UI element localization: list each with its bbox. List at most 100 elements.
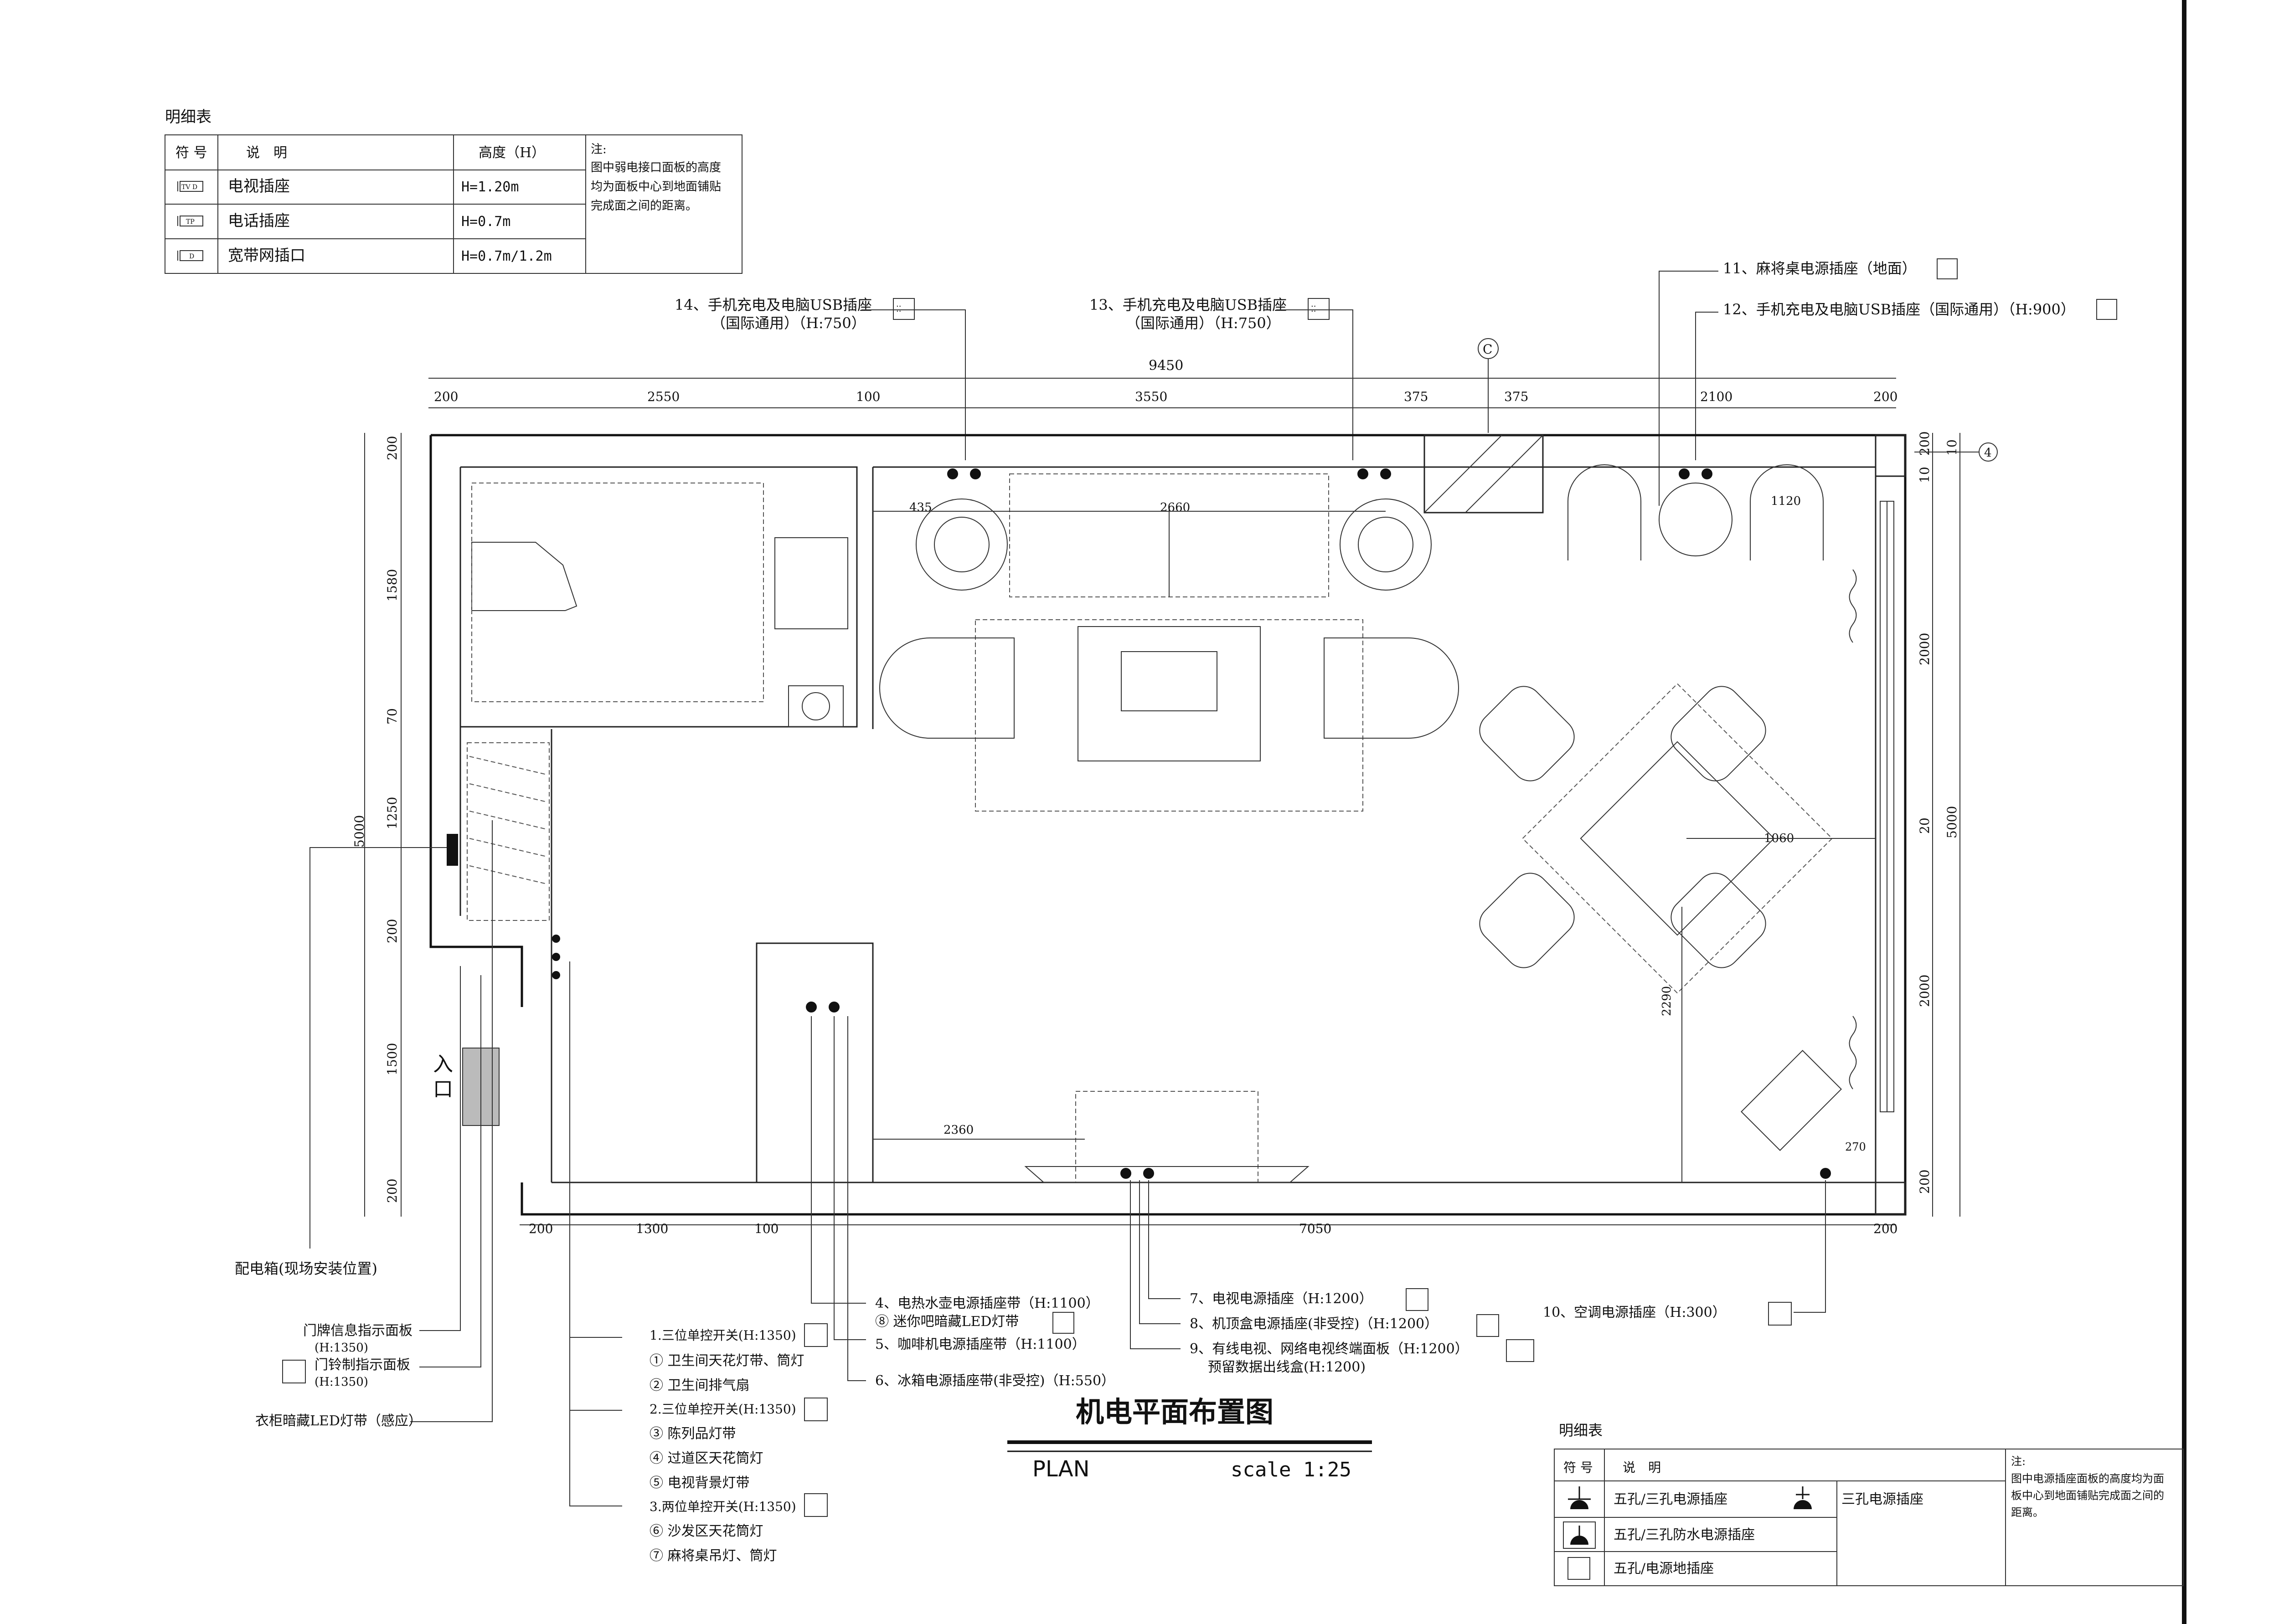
legend-top-desc-3: 宽带网插口: [228, 247, 305, 265]
title-block: 机电平面布置图 PLAN scale 1:25: [1007, 1395, 1372, 1482]
legend-top: 明细表 符 号 说 明 高度（H） TV D TP D 电视插座 电话插座 宽带…: [165, 108, 742, 274]
dim-bottom-2: 100: [754, 1221, 779, 1236]
callout-door1: 门牌信息指示面板: [303, 1323, 412, 1339]
side-table-left: [916, 499, 1008, 591]
callout-9: 9、有线电视、网络电视终端面板（H:1200）: [1190, 1341, 1469, 1357]
tv-power-socket-icon: [1406, 1288, 1428, 1311]
switch-1: ① 卫生间天花灯带、筒灯: [650, 1353, 804, 1369]
dim-inner-0: 435: [909, 501, 932, 514]
legend-top-sym-1: TV D: [181, 184, 197, 191]
callout-4: 4、电热水壶电源插座带（H:1100）: [875, 1295, 1099, 1311]
round-table: [1659, 483, 1732, 556]
switch-8: ⑥ 沙发区天花筒灯: [650, 1523, 763, 1539]
top-callouts: 14、手机充电及电脑USB插座 （国际通用）（H:750） ⁚⁚ 13、手机充电…: [675, 258, 2117, 506]
entry-label-1: 入: [433, 1053, 453, 1076]
dim-top-6: 2100: [1700, 389, 1732, 404]
callout-panel: 配电箱(现场安装位置): [235, 1260, 377, 1277]
callout-6: 6、冰箱电源插座带(非受控)（H:550）: [875, 1373, 1115, 1389]
lounge-chair: [1567, 464, 1641, 560]
chair: [1671, 873, 1766, 968]
legend-top-head-height: 高度（H）: [479, 145, 545, 161]
dim-right-1: 10: [1917, 467, 1932, 483]
network-socket-icon: [177, 250, 203, 261]
legend-top-height-2: H=0.7m: [461, 214, 510, 230]
legend-bottom-note-2: 板中心到地面铺贴完成面之间的: [2011, 1489, 2164, 1502]
led-strip-icon: [1052, 1312, 1074, 1334]
usb-socket-icon: [1308, 298, 1330, 320]
dim-inner-4: 2290: [1660, 986, 1674, 1016]
dim-right-4: 2000: [1917, 975, 1932, 1007]
dim-right-2: 2000: [1917, 633, 1932, 665]
dim-top-1: 2550: [647, 389, 680, 404]
callout-10: 10、空调电源插座（H:300）: [1543, 1305, 1726, 1321]
dim-left-6: 1500: [385, 1043, 400, 1075]
dim-top-5: 375: [1504, 389, 1528, 404]
switch-9: ⑦ 麻将桌吊灯、筒灯: [650, 1548, 777, 1564]
chair: [1671, 686, 1766, 781]
grid-axis-c: C: [1483, 342, 1492, 357]
dim-left-2: 1580: [385, 569, 400, 601]
bathroom: [459, 466, 858, 728]
callout-8: ⑧ 迷你吧暗藏LED灯带: [875, 1314, 1019, 1330]
dim-right-7: 10: [1944, 439, 1959, 456]
dim-left-7: 200: [385, 1179, 400, 1203]
waterproof-socket-icon: [1563, 1521, 1596, 1549]
doorbell-icon: [282, 1360, 306, 1383]
floor-plan: 435 2660 1120 1060 2290 2360 270 入 口: [429, 434, 1907, 1216]
switch-0: 1.三位单控开关(H:1350): [650, 1328, 796, 1343]
drawing-title: 机电平面布置图: [1076, 1395, 1274, 1429]
switch-2: ② 卫生间排气扇: [650, 1377, 750, 1393]
coffee-table: [1078, 626, 1261, 761]
callout-13a: 13、手机充电及电脑USB插座: [1089, 296, 1287, 313]
legend-top-desc-2: 电话插座: [228, 212, 290, 230]
legend-bottom-note-1: 图中电源插座面板的高度均为面: [2011, 1472, 2164, 1485]
dim-bottom-1: 1300: [636, 1221, 668, 1236]
column: [1423, 434, 1544, 514]
dimensions-left: 5000 200 1580 70 1250 200 1500 200: [352, 433, 402, 1217]
legend-bottom-desc-1: 五孔/三孔电源插座: [1614, 1491, 1727, 1507]
legend-top-height-3: H=0.7m/1.2m: [461, 248, 552, 264]
armchair-left: [879, 637, 1015, 739]
outer-wall-left: [429, 435, 523, 1007]
toilet: [788, 685, 844, 727]
tv-cabinet: [1075, 1091, 1258, 1183]
switch-4: ③ 陈列品灯带: [650, 1426, 736, 1442]
outer-wall: [431, 434, 1907, 1216]
svg-text:⁚⁚: ⁚⁚: [1311, 304, 1316, 314]
legend-top-head-desc: 说 明: [246, 145, 287, 161]
legend-bottom-head-symbol: 符 号: [1563, 1460, 1593, 1475]
callout-13b: （国际通用）（H:750）: [1126, 314, 1281, 332]
legend-bottom-desc-3: 五孔/电源地插座: [1614, 1561, 1714, 1577]
side-table-right: [1340, 499, 1432, 591]
callout-9b: 预留数据出线盒(H:1200): [1208, 1359, 1366, 1375]
lounge-chair: [1750, 464, 1824, 560]
callout-7: 7、电视电源插座（H:1200）: [1190, 1291, 1373, 1307]
socket-markers: [552, 468, 1831, 1179]
callout-door2-h: (H:1350): [315, 1375, 368, 1389]
dim-inner-2: 1120: [1771, 494, 1801, 508]
tv-socket-icon: [177, 181, 203, 192]
switch-7: 3.两位单控开关(H:1350): [650, 1499, 796, 1514]
legend-top-note-2: 均为面板中心到地面铺贴: [591, 180, 721, 194]
grid-axis-c-bubble: [1478, 338, 1499, 359]
wardrobe: [467, 742, 550, 921]
dim-right-3: 20: [1917, 817, 1932, 834]
stb-power-socket-icon: [1476, 1314, 1499, 1337]
five-pin-socket-icon: [1568, 1486, 1591, 1509]
dim-top-3: 3550: [1135, 389, 1167, 404]
dim-top-7: 200: [1873, 389, 1897, 404]
switch-3: 2.三位单控开关(H:1350): [650, 1402, 796, 1417]
dim-top-2: 100: [856, 389, 880, 404]
chair: [1479, 686, 1575, 781]
three-pin-socket-icon: [1794, 1486, 1812, 1509]
tv-network-panel-icon: [1506, 1339, 1534, 1362]
switch-6: ⑤ 电视背景灯带: [650, 1475, 750, 1491]
callout-door1-h: (H:1350): [315, 1341, 368, 1355]
callout-wardrobe: 衣柜暗藏LED灯带（感应）: [255, 1413, 422, 1429]
grid-axis-4: 4: [1984, 446, 1992, 460]
usb-socket-icon: [2096, 299, 2117, 320]
chair: [1479, 873, 1575, 968]
legend-bottom-head-desc: 说 明: [1623, 1460, 1661, 1475]
legend-top-sym-2: TP: [186, 218, 195, 226]
legend-top-note-0: 注:: [591, 143, 607, 156]
